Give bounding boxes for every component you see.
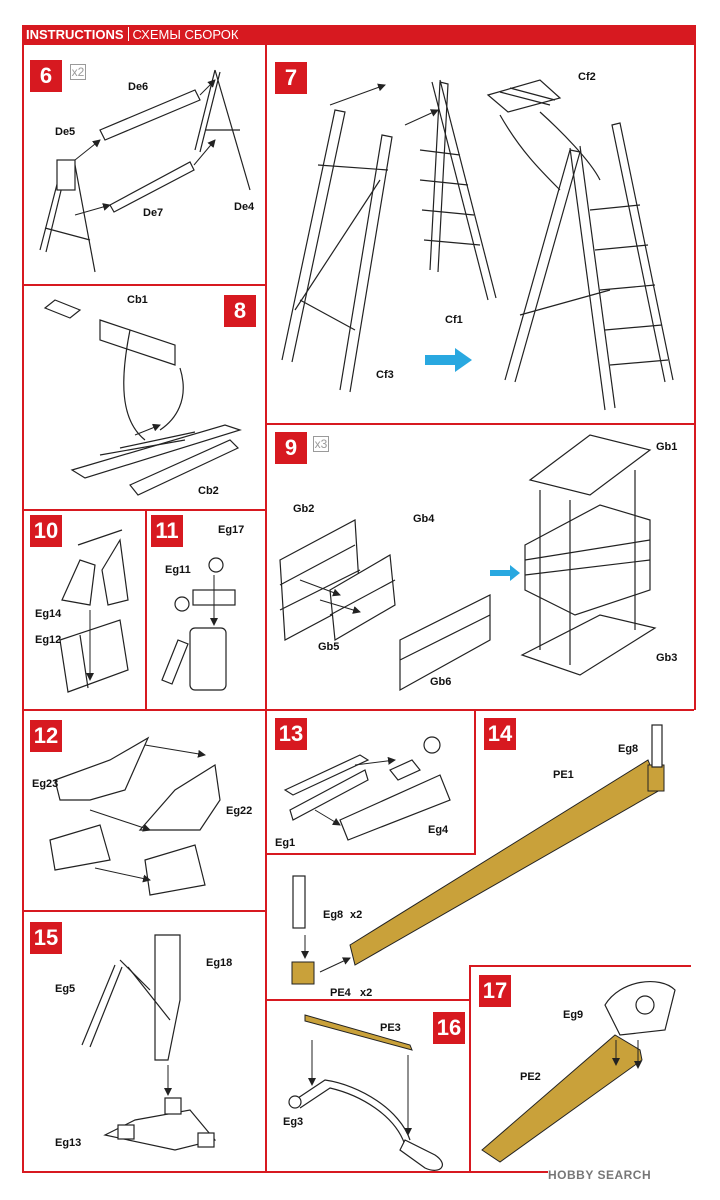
label-pe4: PE4: [330, 987, 352, 999]
step-number-15: 15: [30, 922, 62, 954]
label-cf2: Cf2: [578, 71, 596, 83]
step-number-11: 11: [151, 515, 183, 547]
label-gb4: Gb4: [413, 513, 435, 525]
panel-line: [694, 45, 696, 710]
label-eg8-top: Eg8: [618, 743, 638, 755]
step-number-9: 9: [275, 432, 307, 464]
step-multiplier-6: x2: [70, 64, 86, 80]
step7-ladder-drawing: Cf2 Cf1 Cf3: [281, 71, 674, 411]
label-gb1: Gb1: [656, 441, 677, 453]
label-cf1: Cf1: [445, 314, 463, 326]
direction-arrow: [490, 565, 520, 581]
panel-line: [474, 709, 476, 854]
label-gb2: Gb2: [293, 503, 314, 515]
step8-steps-drawing: Cb1 Cb2: [43, 294, 242, 497]
panel-line: [267, 709, 694, 711]
panel-line: [22, 509, 265, 511]
label-pe4-mult: x2: [360, 987, 372, 999]
panel-line: [267, 999, 470, 1001]
panel-line: [22, 910, 265, 912]
label-eg22: Eg22: [226, 805, 252, 817]
panel-line: [267, 423, 694, 425]
direction-arrow: [425, 348, 472, 372]
panel-line: [469, 965, 691, 967]
panel-line: [22, 709, 265, 711]
label-eg13: Eg13: [55, 1137, 81, 1149]
step-number-10: 10: [30, 515, 62, 547]
step6-sawhorse-drawing: De6 De5 De4 De7: [39, 69, 255, 273]
step16-hacksaw-drawing: PE3 Eg3: [283, 1014, 443, 1171]
step17-handsaw-drawing: Eg9 PE2: [481, 981, 676, 1163]
label-cf3: Cf3: [376, 369, 394, 381]
step-number-8: 8: [224, 295, 256, 327]
watermark: HOBBY SEARCH: [548, 1168, 652, 1182]
label-gb3: Gb3: [656, 652, 677, 664]
step10-drawing: Eg14 Eg12: [35, 529, 129, 693]
label-cb1: Cb1: [127, 294, 148, 306]
step13-plane-drawing: Eg1 Eg4: [275, 736, 451, 849]
label-eg18: Eg18: [206, 957, 232, 969]
panel-line: [265, 45, 267, 1173]
step-number-16: 16: [433, 1012, 465, 1044]
step-multiplier-9: x3: [313, 436, 329, 452]
label-eg8-bottom: Eg8: [323, 909, 343, 921]
header-title-ru: СХЕМЫ СБОРОК: [132, 27, 239, 42]
label-de6: De6: [128, 81, 148, 93]
label-de4: De4: [234, 201, 255, 213]
step-number-12: 12: [30, 720, 62, 752]
label-eg17: Eg17: [218, 524, 244, 536]
label-eg12: Eg12: [35, 634, 61, 646]
instructions-header: INSTRUCTIONS СХЕМЫ СБОРОК: [22, 25, 696, 45]
step-number-17: 17: [479, 975, 511, 1007]
label-gb5: Gb5: [318, 641, 339, 653]
step-number-7: 7: [275, 62, 307, 94]
label-eg14: Eg14: [35, 608, 62, 620]
step11-drawing: Eg17 Eg11: [161, 524, 244, 691]
label-pe1: PE1: [553, 769, 574, 781]
step-number-6: 6: [30, 60, 62, 92]
label-eg11: Eg11: [165, 564, 191, 576]
label-eg5: Eg5: [55, 983, 75, 995]
step12-anvil-drawing: Eg23 Eg22: [32, 736, 252, 896]
panel-line: [145, 509, 147, 709]
label-gb6: Gb6: [430, 676, 451, 688]
header-title-en: INSTRUCTIONS: [26, 27, 124, 42]
step-number-13: 13: [275, 718, 307, 750]
label-eg23: Eg23: [32, 778, 58, 790]
label-de5: De5: [55, 126, 75, 138]
label-eg9: Eg9: [563, 1009, 583, 1021]
step15-tripod-drawing: Eg18 Eg5 Eg13: [55, 934, 232, 1151]
label-eg1: Eg1: [275, 837, 295, 849]
header-separator: [127, 27, 129, 41]
panel-line: [22, 45, 24, 1173]
step-number-14: 14: [484, 718, 516, 750]
panel-line: [267, 853, 476, 855]
panel-line: [469, 965, 471, 1173]
panel-line: [22, 284, 265, 286]
panel-line: [22, 1171, 548, 1173]
label-pe2: PE2: [520, 1071, 541, 1083]
label-eg4: Eg4: [428, 824, 449, 836]
step9-brick-drawing: Gb1 Gb2 Gb3 Gb4 Gb5 Gb6: [279, 434, 677, 692]
label-eg8-mult: x2: [350, 909, 362, 921]
label-cb2: Cb2: [198, 485, 219, 497]
label-pe3: PE3: [380, 1022, 401, 1034]
label-eg3: Eg3: [283, 1116, 303, 1128]
label-de7: De7: [143, 207, 163, 219]
step14-saw-drawing: Eg8 PE1 Eg8 x2 PE4 x2: [291, 724, 665, 999]
